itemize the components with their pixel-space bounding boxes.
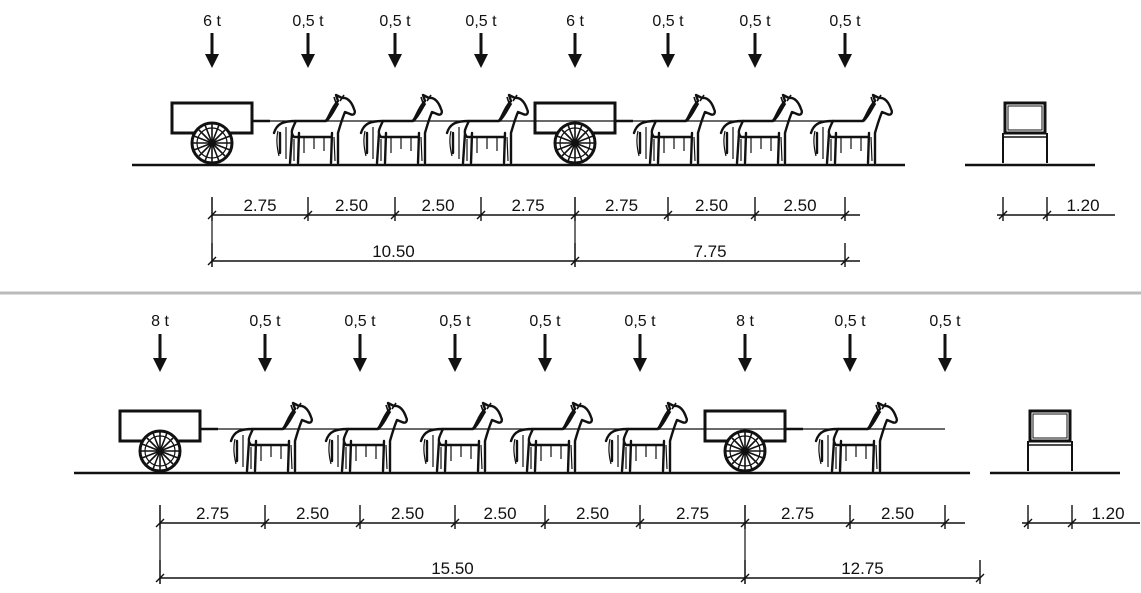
spacing-value: 2.50 [695,196,728,215]
top-load-scheme: 6 t 0,5 t 0,5 t 0,5 t 6 t 0,5 t 0,5 t 0,5 t 2.75… [132,13,1115,267]
horse-partial-icon [911,403,992,471]
load-label: 6 t [203,13,221,30]
spacing-value: 2.50 [296,504,329,523]
load-arrow [448,334,462,372]
total-value: 7.75 [693,242,726,261]
spacing-value: 2.50 [391,504,424,523]
spacing-value: 2.75 [243,196,276,215]
load-arrow [633,334,647,372]
load-label: 0,5 t [439,313,471,330]
load-label: 0,5 t [624,313,656,330]
load-arrow [205,33,219,68]
load-arrow [838,33,852,68]
spacing-value: 2.50 [335,196,368,215]
spacing-value: 2.50 [421,196,454,215]
spacing-value: 2.75 [511,196,544,215]
section-icon [1026,409,1074,473]
spacing-value: 2.75 [196,504,229,523]
load-arrow [938,334,952,372]
cart-icon [703,409,805,473]
total-dimensions: 10.50 7.75 [207,197,860,267]
load-arrow [301,33,315,68]
load-label: 0,5 t [344,313,376,330]
cart-icon [170,101,272,165]
load-label: 0,5 t [292,13,324,30]
load-label: 0,5 t [652,13,684,30]
load-arrow [153,334,167,372]
width-value: 1.20 [1091,504,1124,523]
cart-icon [118,409,220,473]
horse-icon [814,401,899,473]
load-label: 0,5 t [739,13,771,30]
load-label: 8 t [151,313,169,330]
load-label: 0,5 t [929,313,961,330]
horse-icon [324,401,409,473]
load-label: 0,5 t [829,13,861,30]
horse-icon [419,401,504,473]
bottom-load-scheme: 8 t 0,5 t 0,5 t 0,5 t 0,5 t 0,5 t 8 t 0,5 t 0,5 … [74,313,1140,584]
load-label: 0,5 t [249,313,281,330]
load-arrow [748,33,762,68]
load-arrow [353,334,367,372]
section-icon [1001,101,1049,165]
spacing-value: 2.75 [781,504,814,523]
load-label: 8 t [736,313,754,330]
load-arrow [474,33,488,68]
load-arrow [388,33,402,68]
total-value: 10.50 [372,242,415,261]
total-dimensions: 15.50 12.75 [155,505,985,584]
total-value: 15.50 [431,559,474,578]
cross-section: 1.20 [965,101,1115,221]
horse-icon [509,401,594,473]
spacing-dimensions: 2.75 2.50 2.50 2.50 2.50 2.75 2.75 2.50 [155,504,965,529]
horse-icon [809,93,894,165]
horse-icon [604,401,689,473]
load-label: 0,5 t [379,13,411,30]
horse-icon [445,93,530,165]
load-arrow [538,334,552,372]
load-arrow [661,33,675,68]
horse-icon [229,401,314,473]
load-label: 0,5 t [529,313,561,330]
load-label: 0,5 t [465,13,497,30]
horse-icon [359,93,444,165]
load-arrow [258,334,272,372]
total-value: 12.75 [841,559,884,578]
spacing-value: 2.50 [783,196,816,215]
spacing-dimensions: 2.75 2.50 2.50 2.75 2.75 2.50 2.50 [207,196,860,221]
horse-icon [632,93,717,165]
horse-icon [719,93,804,165]
load-arrow [568,33,582,68]
spacing-value: 2.75 [605,196,638,215]
cross-section: 1.20 [990,409,1140,529]
load-arrow [738,334,752,372]
spacing-value: 2.75 [676,504,709,523]
horse-icon [272,93,357,165]
spacing-value: 2.50 [881,504,914,523]
spacing-value: 2.50 [576,504,609,523]
width-value: 1.20 [1066,196,1099,215]
load-arrow [843,334,857,372]
cart-icon [533,101,635,165]
load-label: 0,5 t [834,313,866,330]
load-label: 6 t [566,13,584,30]
spacing-value: 2.50 [483,504,516,523]
